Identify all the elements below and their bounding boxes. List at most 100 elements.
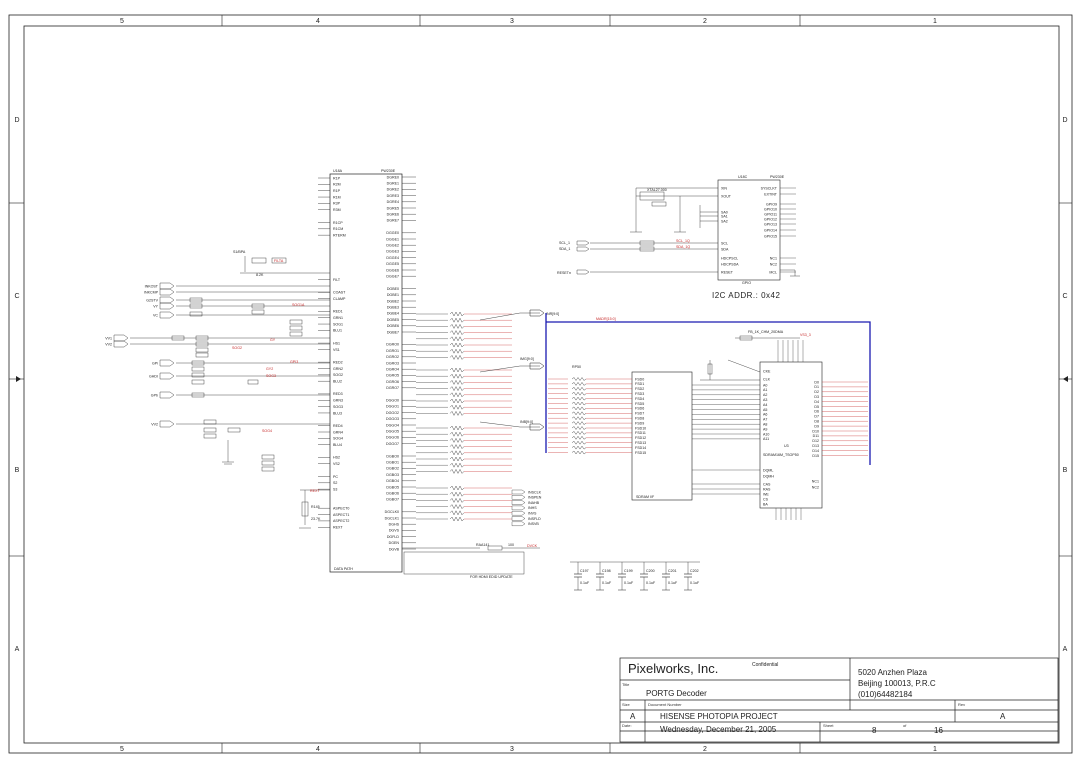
offpage-connector-icon [511,511,526,516]
sync-net-label: INSFLD [528,517,541,521]
pin-label: SOG4 [333,437,343,441]
connector-label: VV2 [151,422,158,426]
resistor-icon [449,450,465,456]
pin-label: ASPECT0 [333,507,349,511]
net-rext: REXT [310,489,320,493]
pin-label: D15 [812,454,819,458]
of-field-label: of [903,723,907,728]
row-label-left-D: D [14,117,19,124]
row-label-right-D: D [1062,117,1067,124]
offpage-connector-icon [159,296,175,304]
date-field-label: Date: [622,723,632,728]
cap-ref: C202 [690,569,699,573]
pin-label: D13 [812,444,819,448]
resistor-icon [571,426,587,430]
output-bus-wires [479,312,540,428]
col-label-bottom-5: 5 [120,746,124,753]
offpage-connector-icon [113,334,129,342]
resistor-icon [449,392,465,398]
pin-label: S2 [333,481,337,485]
pin-label: A4 [763,403,767,407]
col-label-bottom-1: 1 [933,746,937,753]
pin-label: BLU1 [333,329,342,333]
pin-label: DGGO7 [386,442,399,446]
filter-resistor-value: 8.2K [256,273,264,277]
pin-label: BLU3 [333,411,342,415]
title-field-label: Title [622,682,630,687]
resistor-icon [449,410,465,416]
pin-label: DGGO5 [386,430,399,434]
resistor-icon [571,406,587,411]
pin-label: DGCLK0 [385,510,399,514]
connector-label: GPb [151,393,158,397]
pin-label: GRN1 [333,316,343,320]
pin-label: A9 [763,427,767,431]
pin-label: FSD9 [635,421,644,425]
raa-resistor-value: 100 [508,543,514,547]
offpage-connector-icon [159,288,175,296]
cap-value: 0.1uF [690,581,700,585]
pin-label: A5 [763,408,767,412]
pin-label: FSD11 [635,431,646,435]
pin-label: HDCPSDA [721,262,739,266]
pin-label: D12 [812,439,819,443]
pin-label: DQMH [763,474,774,478]
pin-label: DGRE6 [387,213,399,217]
pw230-decoder-chip: U18A PW230E DATA PATH R1PR2MR1PR1MR3PR3M… [318,169,416,573]
pin-label: HS2 [333,456,340,460]
pin-label: SOG2 [333,373,343,377]
pin-label: DGFLD [387,535,400,539]
rp50-resistor-pack [548,377,610,455]
row-label-right-A: A [1063,646,1068,653]
gpio-block-label: GPIO [742,281,751,285]
pin-label: SDA [721,247,729,251]
resistor-icon [449,386,465,392]
offpage-connector-icon [511,495,526,500]
connector-label: GPi [152,361,158,365]
col-label-top-3: 3 [510,18,514,25]
pin-label: DGBE3 [387,306,399,310]
raa-resistor-ref: RAA141 [476,543,489,547]
resistor-icon [571,440,587,445]
pin-label: GRN3 [333,399,343,403]
pin-label: XIN [721,186,727,190]
bus-label-img: IMG[9:0] [520,357,534,361]
sdram-interface-chip: SDRAM I/F FSD0FSD1FSD2FSD3FSD4FSD5FSD6FS… [610,371,760,501]
schematic-title: PORTG Decoder [646,689,707,698]
cap-ref: C200 [646,569,655,573]
u18c-ref: U18C [738,175,748,179]
outer-frame [8,14,1073,754]
company-name: Pixelworks, Inc. [628,661,718,676]
pin-label: DGGO3 [386,417,399,421]
pin-label: CAS [763,482,771,486]
pin-label: DGBO2 [386,467,399,471]
resistor-icon [449,462,465,468]
pin-label: DGRE5 [387,206,399,210]
connector-label: G2STV [146,298,158,302]
pw230-right-pins: DGRE0DGRE1DGRE2DGRE3DGRE4DGRE5DGRE6DGRE7… [385,175,416,551]
pin-label: BLU2 [333,380,342,384]
connector-label: VY [153,304,158,308]
pin-label: D10 [812,429,819,433]
connector-label: GHDI [149,374,158,378]
pin-label: RAS [763,487,771,491]
pin-label: CS [763,497,769,501]
pin-label: DGRO1 [386,349,399,353]
offpage-connector-icon [511,505,526,511]
pin-label: DGBE2 [387,299,399,303]
pin-label: GPIO14 [764,228,777,232]
pin-label: DGRE0 [387,175,399,179]
offpage-connector-icon [511,516,526,521]
offpage-connector-icon [113,340,129,348]
pw230-left-pins: R1PR2MR1PR1MR3PR3MR1CPR1CMRTERMFILTCOAST… [318,176,349,530]
sheet-field-label: Sheet [823,723,834,728]
pin-label: RTERM [333,233,346,237]
connector-label: VV1 [105,336,112,340]
pin-label: DGBO5 [386,485,399,489]
col-label-top-1: 1 [933,18,937,25]
col-label-top-2: 2 [703,18,707,25]
revision: A [1000,712,1006,721]
pin-label: VS1 [333,348,340,352]
pin-label: FSD2 [635,387,644,391]
